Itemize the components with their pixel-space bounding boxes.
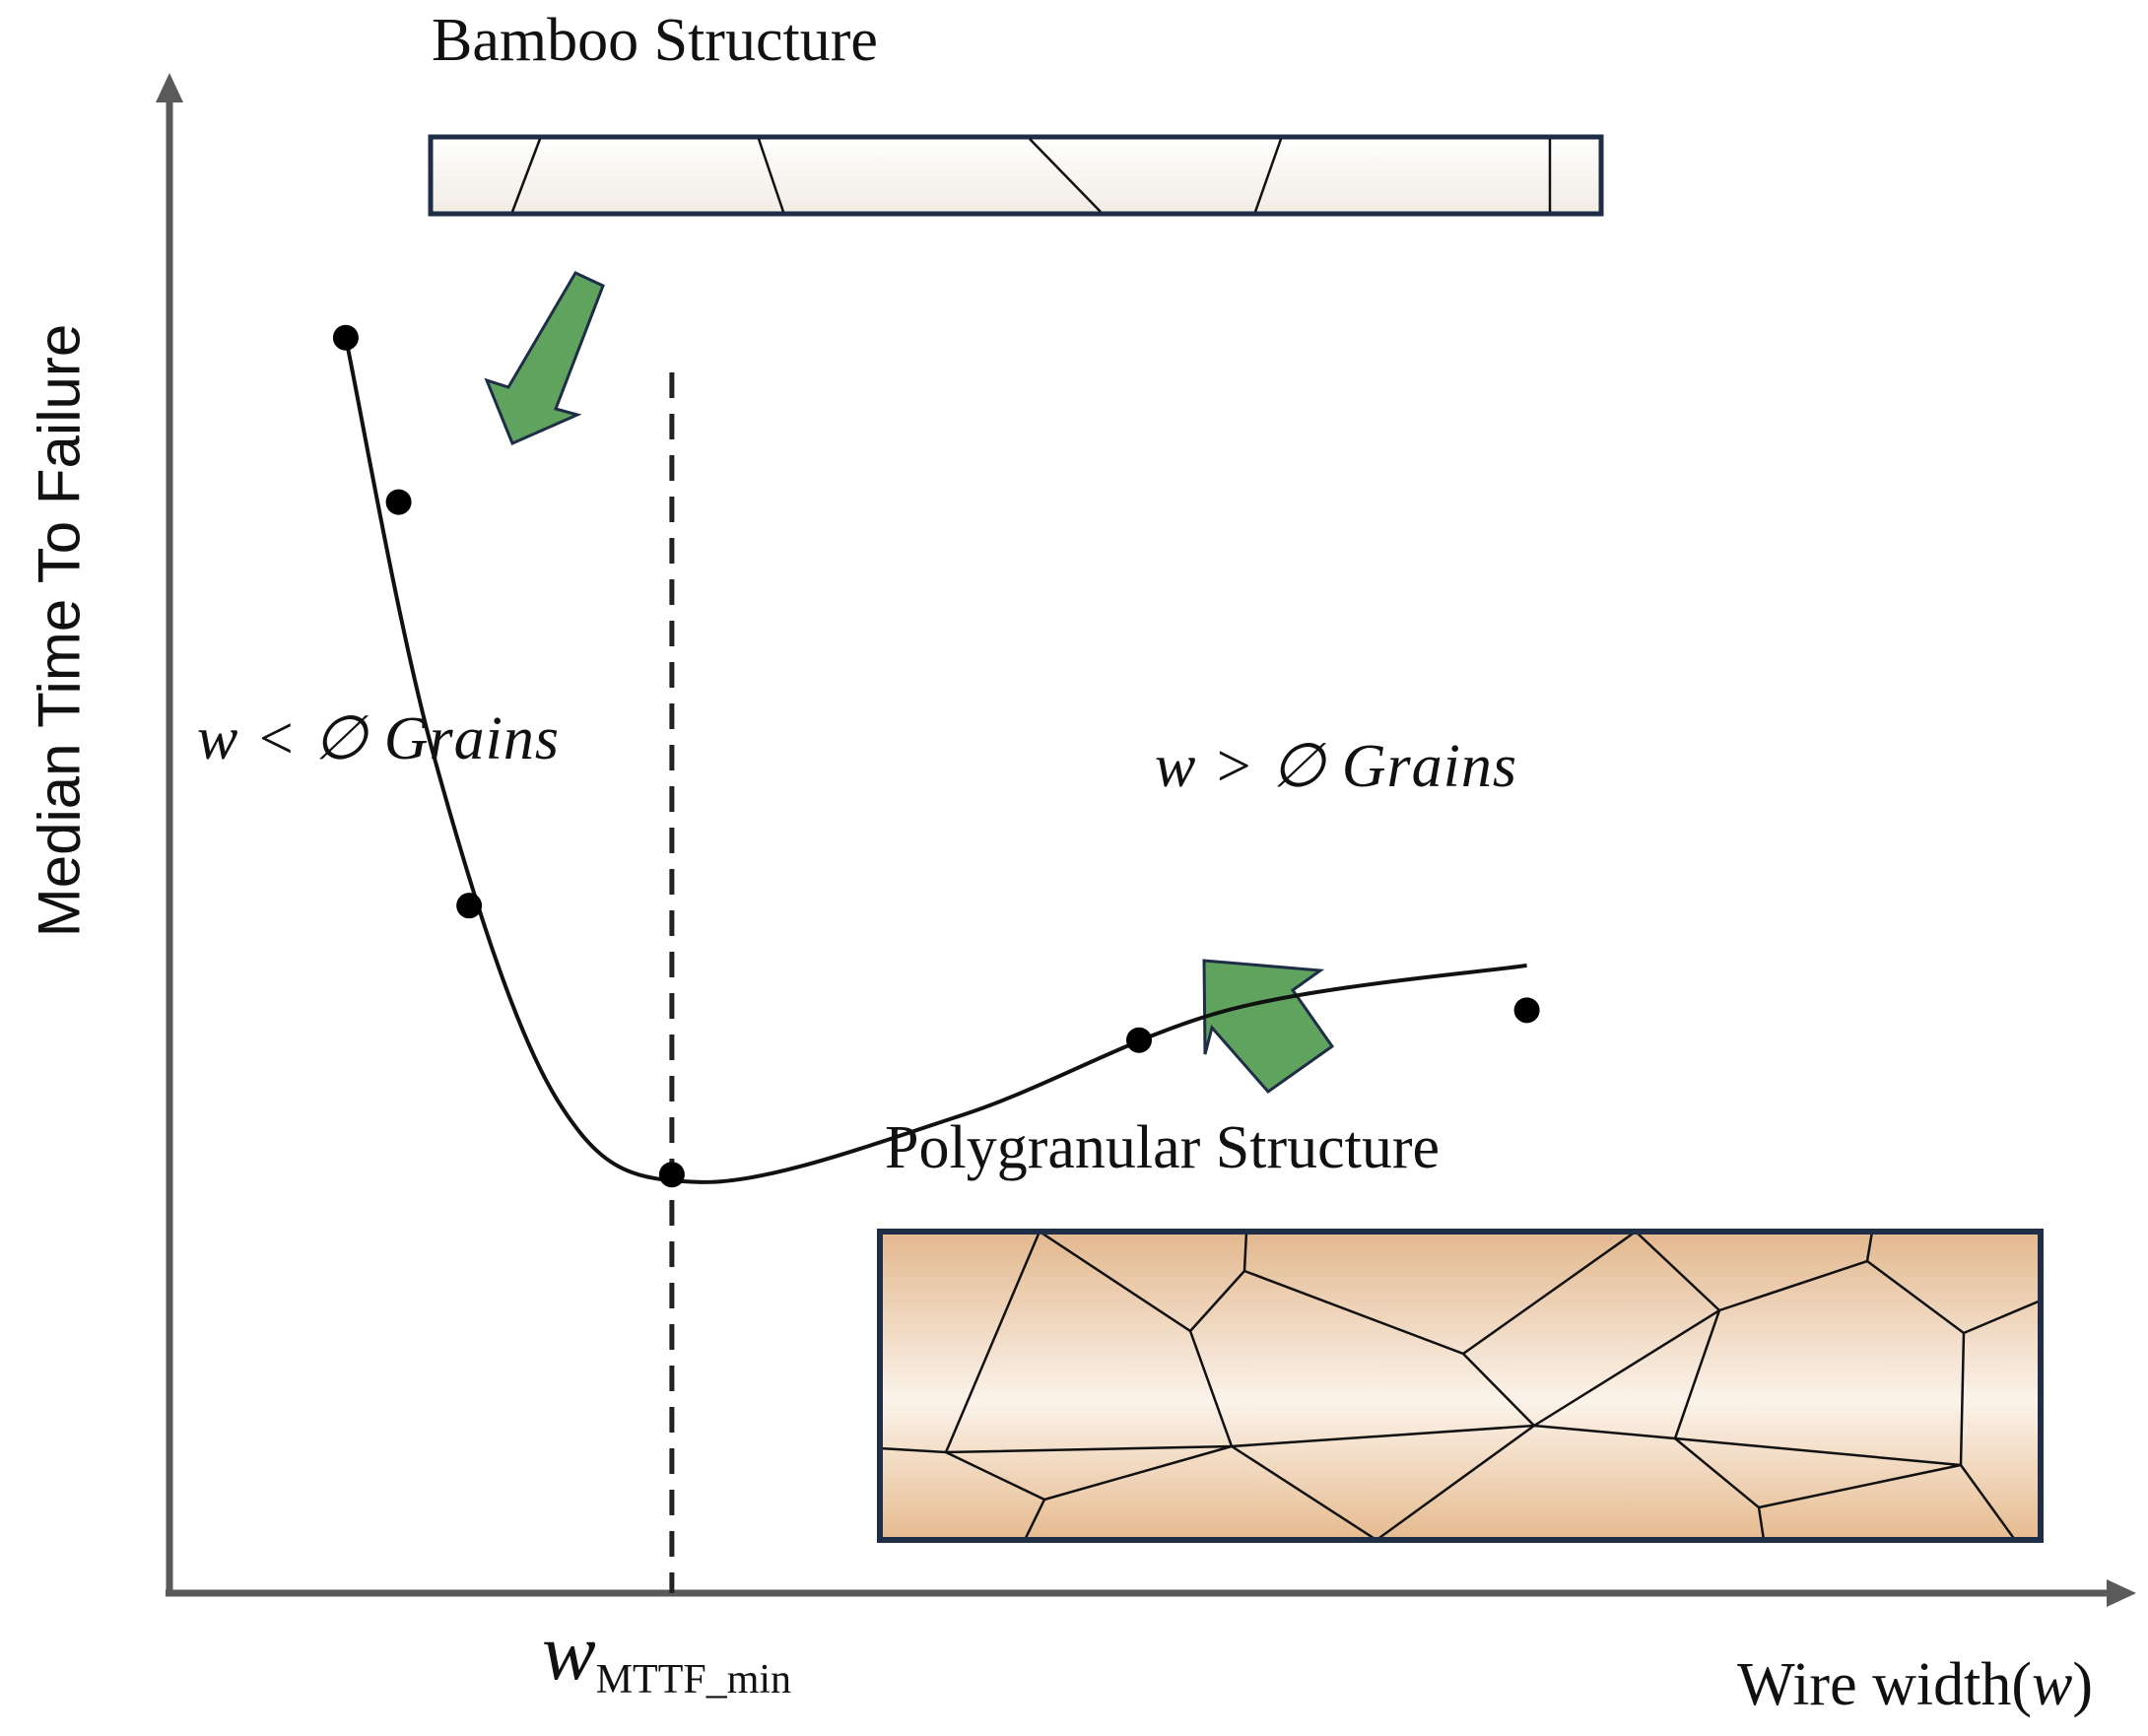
annotation-small-width: w < ∅ Grains bbox=[197, 705, 560, 772]
bamboo-grain-boundary bbox=[510, 138, 542, 213]
bamboo-grain-boundary bbox=[757, 138, 785, 213]
y-axis-label: Median Time To Failure bbox=[26, 323, 93, 938]
data-point-1 bbox=[332, 324, 359, 351]
polygranular-structure-diagram bbox=[877, 1229, 2044, 1543]
data-point-4 bbox=[658, 1162, 685, 1188]
up-left-arrow-icon bbox=[1202, 959, 1335, 1095]
w-mttf-min-subscript: MTTF_min bbox=[595, 1657, 792, 1703]
x-axis-arrowhead bbox=[2107, 1579, 2136, 1607]
axes bbox=[156, 73, 2136, 1607]
x-axis-label: Wire width(w) bbox=[1737, 1650, 2093, 1720]
data-point-6 bbox=[1513, 997, 1540, 1024]
x-axis-label-close: ) bbox=[2072, 1651, 2093, 1718]
polygranular-wire bbox=[880, 1232, 2041, 1540]
bamboo-grain-boundary bbox=[1253, 138, 1283, 213]
bamboo-grain-boundary bbox=[1029, 138, 1102, 213]
data-point-3 bbox=[456, 893, 483, 919]
grain-boundaries bbox=[880, 1232, 2041, 1540]
down-left-arrow-icon bbox=[484, 271, 605, 445]
bamboo-structure-title: Bamboo Structure bbox=[432, 7, 878, 74]
bamboo-wire bbox=[428, 134, 1604, 217]
y-axis-arrowhead bbox=[156, 73, 183, 102]
mttf-fit-curve bbox=[343, 337, 1527, 1184]
bamboo-structure-diagram bbox=[428, 134, 1604, 217]
w-mttf-min-symbol: w bbox=[542, 1607, 596, 1697]
data-point-5 bbox=[1126, 1027, 1152, 1053]
plot-area bbox=[332, 324, 1540, 1188]
x-axis-label-variable: w bbox=[2031, 1651, 2073, 1718]
data-point-2 bbox=[385, 489, 412, 515]
data-points bbox=[332, 324, 1540, 1188]
polygranular-wire-border bbox=[877, 1229, 2044, 1543]
x-axis-label-text: Wire width( bbox=[1737, 1651, 2032, 1718]
green-arrows bbox=[484, 271, 1335, 1095]
annotation-large-width: w > ∅ Grains bbox=[1155, 733, 1517, 800]
polygranular-structure-title: Polygranular Structure bbox=[885, 1114, 1441, 1181]
w-mttf-min-label: wMTTF_min bbox=[542, 1606, 791, 1703]
